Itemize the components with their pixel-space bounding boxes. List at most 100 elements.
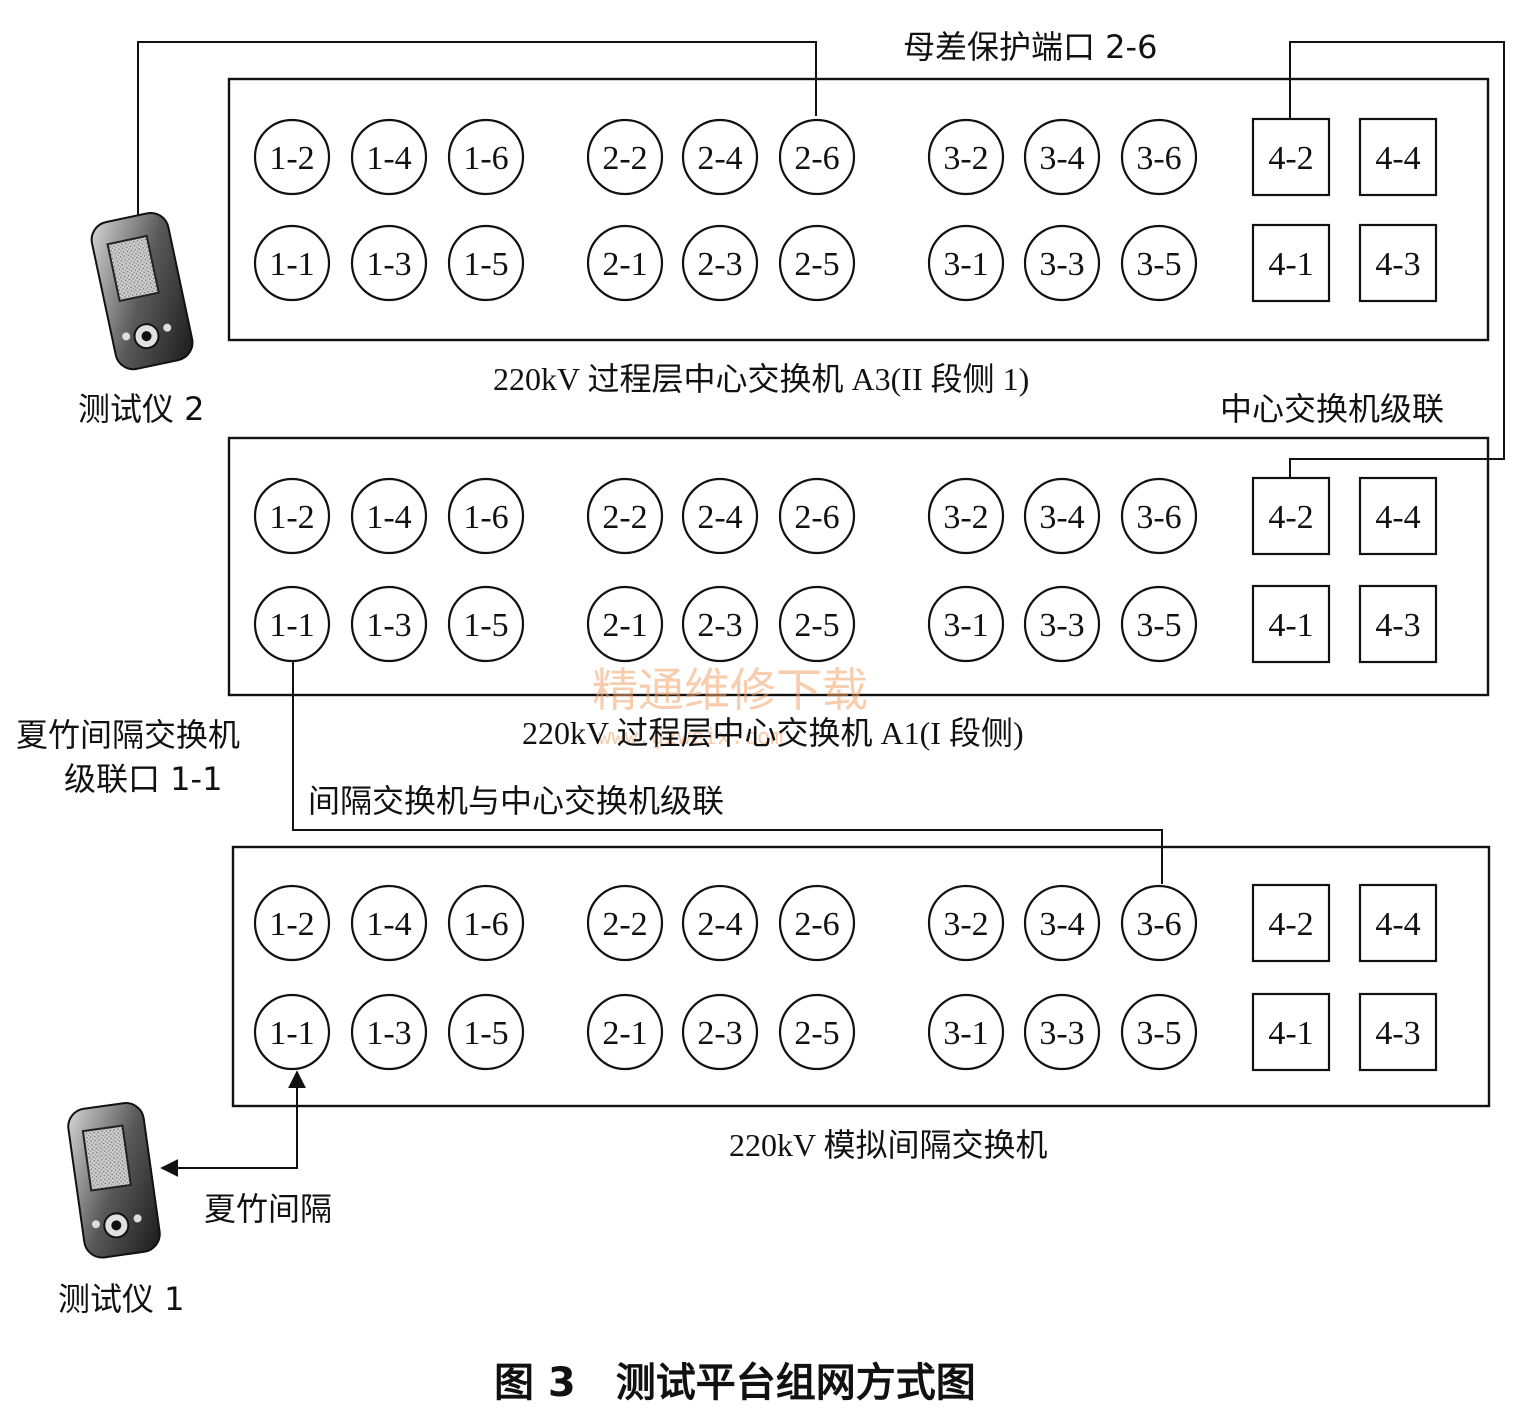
- port-3-6: 3-6: [1120, 884, 1198, 962]
- port-circle-shape: [253, 477, 331, 555]
- port-circle-shape: [253, 224, 331, 302]
- switch-panel-a1: [227, 436, 1490, 697]
- port-2-6: 2-6: [778, 477, 856, 555]
- port-circle-shape: [350, 993, 428, 1071]
- port-3-5: 3-5: [1120, 585, 1198, 663]
- port-label: 3-2: [943, 906, 988, 943]
- port-1-2: 1-2: [253, 477, 331, 555]
- port-1-2: 1-2: [253, 118, 331, 196]
- port-2-2: 2-2: [586, 884, 664, 962]
- port-1-4: 1-4: [350, 118, 428, 196]
- port-2-2: 2-2: [586, 118, 664, 196]
- port-label: 3-4: [1039, 906, 1084, 943]
- port-circle-shape: [586, 884, 664, 962]
- port-circle-shape: [1023, 585, 1101, 663]
- port-circle-shape: [586, 118, 664, 196]
- port-label: 4-2: [1268, 499, 1313, 536]
- port-square-shape: [1358, 883, 1438, 963]
- port-label: 1-3: [366, 246, 411, 283]
- port-3-2: 3-2: [927, 118, 1005, 196]
- port-circle-shape: [681, 477, 759, 555]
- port-1-5: 1-5: [447, 224, 525, 302]
- port-3-6: 3-6: [1120, 118, 1198, 196]
- port-label: 3-5: [1136, 607, 1181, 644]
- port-circle-shape: [778, 118, 856, 196]
- port-label: 2-6: [794, 906, 839, 943]
- port-circle-shape: [253, 585, 331, 663]
- port-circle-shape: [778, 993, 856, 1071]
- port-3-3: 3-3: [1023, 585, 1101, 663]
- port-circle-shape: [1120, 224, 1198, 302]
- port-4-3: 4-3: [1358, 584, 1438, 664]
- port-label: 3-4: [1039, 499, 1084, 536]
- switch-panel-bay: [231, 845, 1491, 1108]
- port-1-3: 1-3: [350, 585, 428, 663]
- port-circle-shape: [1023, 224, 1101, 302]
- port-3-3: 3-3: [1023, 993, 1101, 1071]
- port-2-3: 2-3: [681, 993, 759, 1071]
- port-label: 1-1: [269, 246, 314, 283]
- port-label: 2-4: [697, 906, 742, 943]
- bay-center-cascade-label: 间隔交换机与中心交换机级联: [308, 782, 724, 820]
- port-label: 2-5: [794, 1015, 839, 1052]
- port-circle-shape: [447, 477, 525, 555]
- port-label: 1-2: [269, 906, 314, 943]
- port-3-6: 3-6: [1120, 477, 1198, 555]
- port-label: 1-5: [463, 246, 508, 283]
- port-label: 3-5: [1136, 246, 1181, 283]
- port-circle-shape: [253, 118, 331, 196]
- port-label: 4-1: [1268, 1015, 1313, 1052]
- port-circle-shape: [927, 884, 1005, 962]
- port-1-4: 1-4: [350, 884, 428, 962]
- port-4-2: 4-2: [1251, 883, 1331, 963]
- port-circle-shape: [586, 585, 664, 663]
- port-circle-shape: [253, 993, 331, 1071]
- port-circle-shape: [927, 585, 1005, 663]
- port-4-1: 4-1: [1251, 584, 1331, 664]
- port-circle-shape: [1120, 118, 1198, 196]
- port-circle-shape: [927, 477, 1005, 555]
- port-2-4: 2-4: [681, 884, 759, 962]
- port-label: 4-2: [1268, 140, 1313, 177]
- port-circle-shape: [447, 224, 525, 302]
- tester-device-icon: [67, 1102, 161, 1259]
- port-4-4: 4-4: [1358, 883, 1438, 963]
- port-circle-shape: [447, 884, 525, 962]
- port-label: 4-3: [1375, 1015, 1420, 1052]
- port-1-6: 1-6: [447, 884, 525, 962]
- port-label: 3-1: [943, 1015, 988, 1052]
- port-square-shape: [1251, 476, 1331, 556]
- port-2-2: 2-2: [586, 477, 664, 555]
- port-circle-shape: [778, 585, 856, 663]
- port-3-2: 3-2: [927, 477, 1005, 555]
- port-square-shape: [1358, 992, 1438, 1072]
- port-label: 2-1: [602, 1015, 647, 1052]
- port-2-4: 2-4: [681, 477, 759, 555]
- port-1-5: 1-5: [447, 993, 525, 1071]
- port-4-3: 4-3: [1358, 223, 1438, 303]
- port-circle-shape: [681, 224, 759, 302]
- port-label: 2-6: [794, 140, 839, 177]
- port-circle-shape: [778, 477, 856, 555]
- port-3-5: 3-5: [1120, 224, 1198, 302]
- port-1-3: 1-3: [350, 224, 428, 302]
- figure-caption: 图 3 测试平台组网方式图: [494, 1360, 976, 1406]
- port-label: 2-3: [697, 1015, 742, 1052]
- port-3-3: 3-3: [1023, 224, 1101, 302]
- port-4-1: 4-1: [1251, 992, 1331, 1072]
- port-2-6: 2-6: [778, 118, 856, 196]
- port-circle-shape: [681, 993, 759, 1071]
- port-label: 3-2: [943, 499, 988, 536]
- port-circle-shape: [778, 884, 856, 962]
- port-2-3: 2-3: [681, 585, 759, 663]
- port-circle-shape: [1120, 884, 1198, 962]
- busbar-protection-port-label: 母差保护端口 2-6: [903, 28, 1157, 66]
- port-1-2: 1-2: [253, 884, 331, 962]
- port-circle-shape: [927, 118, 1005, 196]
- port-2-1: 2-1: [586, 585, 664, 663]
- port-label: 2-1: [602, 246, 647, 283]
- port-4-2: 4-2: [1251, 117, 1331, 197]
- port-1-6: 1-6: [447, 118, 525, 196]
- port-circle-shape: [778, 224, 856, 302]
